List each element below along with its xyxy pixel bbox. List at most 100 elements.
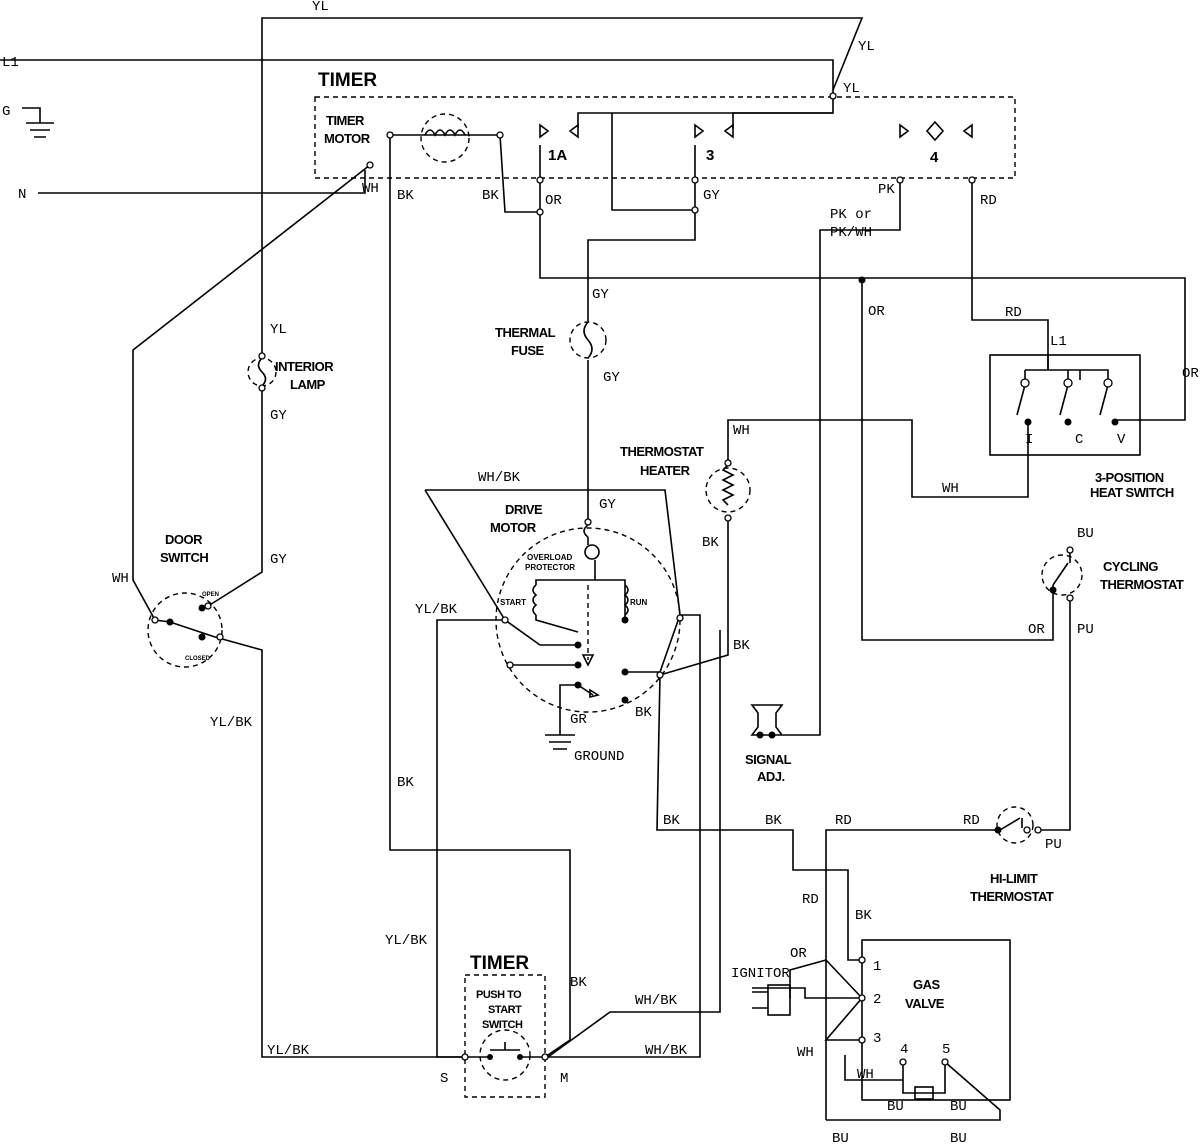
heat-switch-terminal: C <box>1075 432 1083 448</box>
push-to-start-label: PUSH TO <box>476 989 522 1001</box>
cycling-thermostat-label: THERMOSTAT <box>1100 577 1184 592</box>
drive-motor-label: DRIVE <box>505 502 543 517</box>
wire-l1 <box>0 59 834 128</box>
l1-label: L1 <box>2 55 19 71</box>
signal-buzzer-icon <box>750 704 784 736</box>
wire-label: GR <box>570 712 587 728</box>
wire-label: GY <box>603 370 620 386</box>
wire-bk-3 <box>611 113 695 211</box>
overload-protector-label: OVERLOAD <box>527 553 573 562</box>
thermostat-heater-label: HEATER <box>640 463 691 478</box>
resistor-icon <box>721 464 735 506</box>
start-winding-label: START <box>500 598 526 607</box>
wire-label: OR <box>868 304 885 320</box>
heat-switch-l1-label: L1 <box>1050 334 1067 350</box>
gas-valve-terminal: 5 <box>942 1042 950 1058</box>
wire-label: WH <box>942 481 959 497</box>
wire-rd <box>971 180 1049 370</box>
wire-bu2 <box>844 1055 904 1081</box>
wire-bk-left <box>389 135 571 1058</box>
wire-rd-gas <box>824 959 864 1041</box>
wire-label: RD <box>963 813 980 829</box>
wire-label: BU <box>1077 526 1094 542</box>
wire-pk <box>783 180 901 736</box>
wire-label: BK <box>765 813 782 829</box>
wire-wh-bk-heater <box>547 630 721 1058</box>
wire-ignitor <box>752 987 862 999</box>
wire-trap-left <box>424 489 506 621</box>
cycling-thermostat-label: CYCLING <box>1103 559 1158 574</box>
heat-switch-terminal: I <box>1025 432 1033 448</box>
wire-motor-gnd <box>559 684 578 735</box>
wire-motor-run <box>595 579 626 620</box>
wire-bk-heater <box>659 520 729 676</box>
wire-label: GY <box>270 552 287 568</box>
wire-label: BK <box>482 188 499 204</box>
gas-valve-terminal: 3 <box>873 1031 881 1047</box>
wire-bu <box>826 1061 1001 1121</box>
wire-label: YL/BK <box>267 1043 310 1059</box>
wire-label: BU <box>950 1099 967 1115</box>
wire-label: WH/BK <box>478 470 521 486</box>
wire-label: OR <box>545 193 562 209</box>
door-open-label: OPEN <box>202 592 219 598</box>
wire-wh-bk <box>548 614 701 1058</box>
gas-valve-terminal: 2 <box>873 992 881 1008</box>
wire-label: PK/WH <box>830 225 872 241</box>
terminal-m[interactable] <box>541 1053 549 1061</box>
wire-label: OR <box>1028 622 1045 638</box>
wire-label: YL <box>858 39 875 55</box>
door-switch-label: DOOR <box>165 532 203 547</box>
heat-switch-label: HEAT SWITCH <box>1090 485 1174 500</box>
gas-valve-resistor <box>914 1086 934 1100</box>
wire-label: BK <box>855 908 872 924</box>
interior-lamp-label: INTERIOR <box>275 359 334 374</box>
wire-label: RD <box>802 892 819 908</box>
wire-label: RD <box>835 813 852 829</box>
ignitor-label: IGNITOR <box>731 966 790 982</box>
wire-ignitor2 <box>789 959 827 998</box>
wire-label: YL/BK <box>210 715 253 731</box>
wire-label: BK <box>663 813 680 829</box>
wire-label: PU <box>1077 622 1094 638</box>
timer-l1-terminal <box>829 92 837 100</box>
wire-label: GY <box>703 188 720 204</box>
arrow-icon <box>581 654 595 667</box>
heat-switch-box <box>989 354 1141 456</box>
wire-rd-hilimit <box>825 829 995 1120</box>
door-switch <box>147 592 223 668</box>
wire-label: BK <box>397 188 414 204</box>
heat-switch-label: 3-POSITION <box>1095 470 1164 485</box>
wire-yl-bk-motor <box>436 619 505 1058</box>
wire-motor-internal <box>504 619 578 646</box>
wire-label: BK <box>733 638 750 654</box>
timer-box <box>314 96 1016 179</box>
timer-title: TIMER <box>318 70 377 91</box>
ground-label: G <box>2 104 10 120</box>
push-to-start-switch-box <box>464 974 546 1098</box>
overload-protector-label: PROTECTOR <box>525 563 575 572</box>
wire-bu3 <box>902 1062 946 1094</box>
terminal-m-label: M <box>560 1071 568 1087</box>
signal-label: SIGNAL <box>745 752 792 767</box>
terminal-s[interactable] <box>461 1053 469 1061</box>
wire-label: BK <box>702 535 719 551</box>
wire-label: BU <box>887 1099 904 1115</box>
wire-bk-gas <box>656 674 862 961</box>
hi-limit-thermostat <box>996 806 1034 844</box>
hi-limit-label: THERMOSTAT <box>970 889 1054 904</box>
gas-valve-terminal: 1 <box>873 959 881 975</box>
ignitor <box>767 984 791 1016</box>
wire-yl-top <box>261 17 864 355</box>
thermostat-heater <box>705 467 751 513</box>
wire-motor-start <box>535 615 579 633</box>
wire-label: GY <box>599 497 616 513</box>
wire-wh-door <box>132 164 371 621</box>
door-closed-label: CLOSED <box>185 656 211 662</box>
wire-label: BU <box>950 1131 967 1145</box>
wire-label: BU <box>832 1131 849 1145</box>
wire-or <box>539 145 1186 421</box>
wire-motor-internal3 <box>625 614 681 673</box>
gas-valve-label: VALVE <box>905 996 945 1011</box>
wire-label: YL/BK <box>385 933 428 949</box>
